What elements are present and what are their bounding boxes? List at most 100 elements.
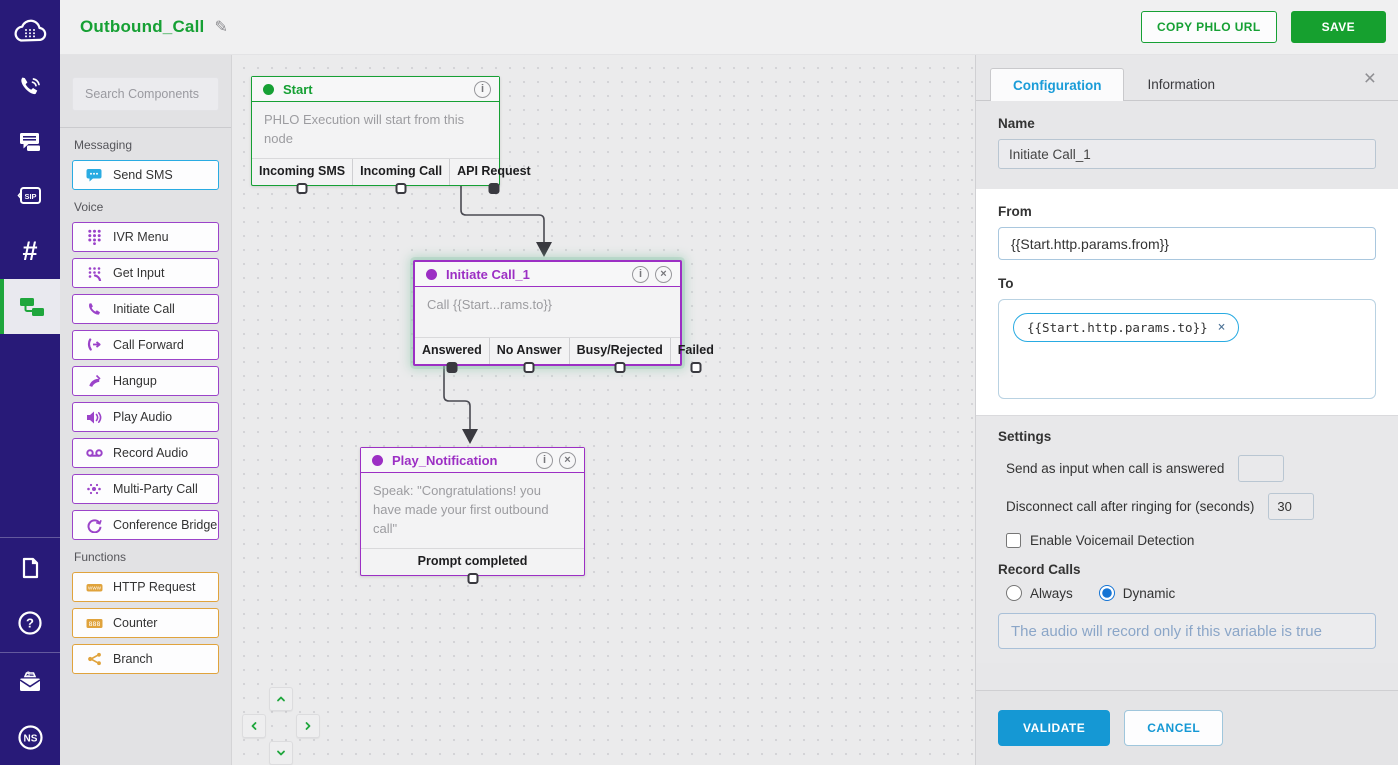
- connector-layer: [443, 181, 552, 444]
- validate-button[interactable]: VALIDATE: [998, 710, 1111, 746]
- name-input[interactable]: [998, 139, 1376, 169]
- cancel-button[interactable]: CANCEL: [1124, 710, 1224, 746]
- node-delete-icon[interactable]: ×: [655, 265, 672, 283]
- svg-text:888: 888: [88, 620, 100, 628]
- port-connector-icon[interactable]: [467, 572, 478, 584]
- component-hangup[interactable]: Hangup: [72, 366, 219, 396]
- chevron-left-icon: [248, 720, 260, 732]
- node-info-icon[interactable]: i: [632, 265, 649, 283]
- save-button[interactable]: SAVE: [1290, 11, 1386, 43]
- search-components-input[interactable]: [72, 77, 219, 111]
- record-always-radio[interactable]: [1006, 585, 1022, 601]
- port-answered[interactable]: Answered: [415, 338, 489, 373]
- component-get-input[interactable]: Get Input: [72, 258, 219, 288]
- chip-text: {{Start.http.params.to}}: [1027, 320, 1208, 335]
- node-header[interactable]: Initiate Call_1 i ×: [415, 262, 680, 287]
- component-record-audio[interactable]: Record Audio: [72, 438, 219, 468]
- hangup-icon: [85, 374, 103, 389]
- sidebar-item-phlo[interactable]: [0, 279, 60, 334]
- topbar-actions: COPY PHLO URL SAVE: [1140, 11, 1386, 43]
- component-ivr-menu[interactable]: IVR Menu: [72, 222, 219, 252]
- component-branch[interactable]: Branch: [72, 644, 219, 674]
- component-initiate-call[interactable]: Initiate Call: [72, 294, 219, 324]
- node-header[interactable]: Start i: [252, 77, 499, 102]
- port-connector-icon[interactable]: [488, 182, 500, 194]
- port-failed[interactable]: Failed: [669, 338, 721, 373]
- port-connector-icon[interactable]: [614, 362, 626, 373]
- port-connector-icon[interactable]: [296, 182, 308, 194]
- node-delete-icon[interactable]: ×: [559, 451, 576, 469]
- flow-node-initiate-call[interactable]: Initiate Call_1 i × Call {{Start...rams.…: [413, 260, 714, 373]
- component-multi-party-call[interactable]: Multi-Party Call: [72, 474, 219, 504]
- port-busy-rejected[interactable]: Busy/Rejected: [568, 338, 670, 373]
- left-nav: SIP#?$= NS: [0, 0, 60, 765]
- pan-left-button[interactable]: [242, 714, 266, 738]
- component-call-forward[interactable]: Call Forward: [72, 330, 219, 360]
- component-send-sms[interactable]: Send SMS: [72, 160, 219, 190]
- divider: [0, 652, 60, 653]
- ivr-icon: [85, 229, 103, 245]
- copy-phlo-url-button[interactable]: COPY PHLO URL: [1140, 11, 1277, 43]
- flow-node-start[interactable]: Start i PHLO Execution will start from t…: [251, 76, 531, 194]
- sidebar-item-docs[interactable]: [0, 540, 60, 595]
- component-play-audio[interactable]: Play Audio: [72, 402, 219, 432]
- port-connector-icon[interactable]: [446, 362, 458, 373]
- svg-text:NS: NS: [23, 733, 37, 744]
- flow-canvas[interactable]: Start i PHLO Execution will start from t…: [232, 55, 975, 765]
- component-conference-bridge[interactable]: Conference Bridge: [72, 510, 219, 540]
- connector-initiate-to-play: [443, 366, 478, 444]
- edit-title-icon[interactable]: ✎: [214, 19, 228, 36]
- node-header[interactable]: Play_Notification i ×: [361, 448, 584, 473]
- tab-configuration[interactable]: Configuration: [990, 68, 1125, 101]
- config-tabs: Configuration Information ×: [976, 55, 1398, 101]
- record-always-label: Always: [1030, 585, 1073, 601]
- sidebar-item-plivo-logo[interactable]: [0, 4, 60, 59]
- section-label: Messaging: [74, 138, 133, 152]
- port-incoming-sms[interactable]: Incoming SMS: [252, 159, 352, 194]
- voicemail-detection-checkbox[interactable]: [1006, 533, 1021, 548]
- sidebar-item-help[interactable]: ?: [0, 595, 60, 650]
- to-variable-chip[interactable]: {{Start.http.params.to}} ×: [1013, 313, 1240, 342]
- port-no-answer[interactable]: No Answer: [488, 338, 569, 373]
- component-label: Counter: [113, 616, 158, 630]
- to-input-box[interactable]: {{Start.http.params.to}} ×: [998, 299, 1376, 399]
- pan-right-button[interactable]: [296, 714, 320, 738]
- port-connector-icon[interactable]: [690, 362, 702, 373]
- node-info-icon[interactable]: i: [474, 80, 491, 98]
- sidebar-item-messaging[interactable]: [0, 114, 60, 169]
- disconnect-seconds-field[interactable]: [1268, 493, 1315, 520]
- chip-remove-icon[interactable]: ×: [1217, 320, 1226, 335]
- node-info-icon[interactable]: i: [536, 451, 553, 469]
- to-label: To: [998, 276, 1014, 291]
- send-as-input-field[interactable]: [1238, 455, 1285, 482]
- sidebar-item-phone-numbers[interactable]: #: [0, 224, 60, 279]
- port-prompt-completed[interactable]: Prompt completed: [361, 549, 584, 584]
- component-counter[interactable]: 888 Counter: [72, 608, 219, 638]
- close-panel-icon[interactable]: ×: [1362, 68, 1378, 96]
- record-variable-input[interactable]: [998, 613, 1376, 649]
- pan-up-button[interactable]: [269, 687, 293, 711]
- sidebar-item-sip-trunking[interactable]: SIP: [0, 169, 60, 224]
- port-label: API Request: [457, 163, 531, 178]
- from-input[interactable]: [998, 227, 1376, 260]
- pan-down-button[interactable]: [269, 741, 293, 765]
- flow-node-play-notification[interactable]: Play_Notification i × Speak: "Congratula…: [360, 447, 585, 584]
- component-label: Get Input: [113, 266, 165, 280]
- record-dynamic-radio[interactable]: [1098, 585, 1115, 601]
- sidebar-item-voice[interactable]: [0, 59, 60, 114]
- port-api-request[interactable]: API Request: [449, 158, 538, 194]
- port-connector-icon[interactable]: [395, 182, 407, 194]
- ns-account-icon: NS: [17, 724, 44, 751]
- port-incoming-call[interactable]: Incoming Call: [352, 158, 449, 194]
- tab-information[interactable]: Information: [1147, 77, 1216, 92]
- arrowhead-icon: [536, 242, 552, 257]
- component-label: Call Forward: [113, 338, 184, 352]
- sidebar-item-billing[interactable]: $=: [0, 655, 60, 710]
- sidebar-item-ns-account[interactable]: NS: [0, 710, 60, 765]
- docs-icon: [18, 555, 42, 581]
- port-connector-icon[interactable]: [523, 362, 535, 373]
